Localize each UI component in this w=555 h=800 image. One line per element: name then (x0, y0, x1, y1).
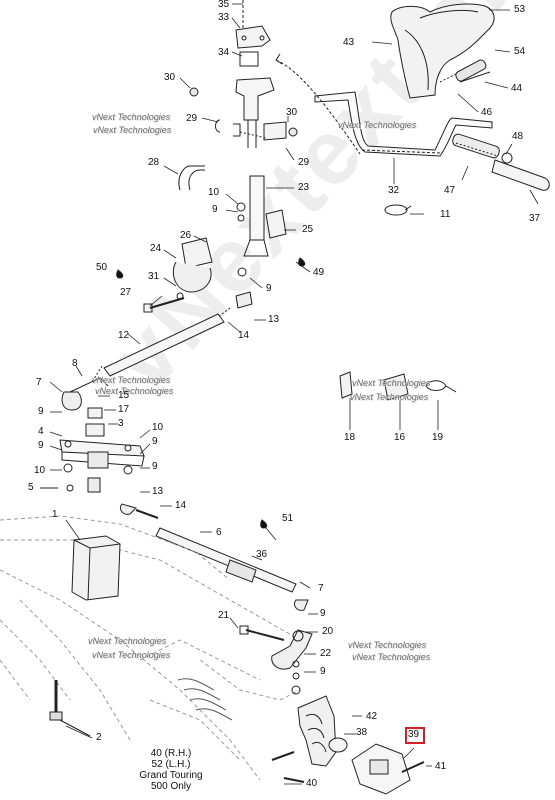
callout-label: 49 (313, 267, 325, 278)
handlebar-part (314, 91, 493, 157)
brand-watermark: vNext Technologies (95, 386, 174, 396)
callout-label: 27 (120, 287, 132, 298)
callout-label: 25 (302, 224, 314, 235)
callout-label: 48 (512, 131, 524, 142)
callout-label: 42 (366, 711, 378, 722)
steering-column-top (235, 0, 275, 148)
callout-label: 40 (306, 778, 318, 789)
callout-label: 9 (320, 666, 326, 677)
brand-watermark: vNext Technologies (352, 378, 431, 388)
note-line: 52 (L.H.) (151, 759, 191, 770)
brand-watermark: vNext Technologies (92, 650, 171, 660)
callout-label: 26 (180, 230, 192, 241)
brand-watermark: vNext Technologies (350, 392, 429, 402)
callout-label: 4 (38, 426, 44, 437)
callout-label: 9 (212, 204, 218, 215)
brand-watermark: vNext Technologies (352, 652, 431, 662)
callout-label: 8 (72, 358, 78, 369)
callout-label: 5 (28, 482, 34, 493)
callout-label: 43 (343, 37, 355, 48)
callout-label: 34 (218, 47, 230, 58)
callout-label: 37 (529, 213, 541, 224)
brand-watermark: vNext Technologies (348, 640, 427, 650)
callout-label: 10 (34, 465, 46, 476)
note-line: 500 Only (150, 781, 192, 792)
callout-label: 3 (118, 418, 124, 429)
callout-label: 1 (52, 509, 58, 520)
callout-label: 6 (216, 527, 222, 538)
handlebar-grip-part (452, 133, 550, 191)
callout-label: 7 (318, 583, 324, 594)
callout-label: 24 (150, 243, 162, 254)
callout-label: 7 (36, 377, 42, 388)
callout-label: 21 (218, 610, 230, 621)
callout-label: 22 (320, 648, 332, 659)
callout-label: 9 (266, 283, 272, 294)
brand-watermark: vNext Technologies (92, 375, 171, 385)
callout-label: 13 (152, 486, 164, 497)
callout-label: 15 (118, 390, 130, 401)
callout-label: 2 (96, 732, 102, 743)
callout-label: 47 (444, 185, 456, 196)
callout-label: 14 (238, 330, 250, 341)
callout-label: 9 (152, 436, 158, 447)
brand-watermark: vNext Technologies (93, 125, 172, 135)
note-line: Grand Touring (139, 770, 203, 781)
callout-label: 38 (356, 727, 368, 738)
callout-label: 39 (408, 729, 420, 740)
callout-label: 54 (514, 46, 526, 57)
callout-label: 19 (432, 432, 444, 443)
callout-label: 44 (511, 83, 523, 94)
callout-label: 30 (164, 72, 176, 83)
callout-label: 10 (208, 187, 220, 198)
callout-label: 33 (218, 12, 230, 23)
callout-label: 41 (435, 761, 447, 772)
brand-watermark: vNext Technologies (338, 120, 417, 130)
callout-label: 10 (152, 422, 164, 433)
highlighted-part-marker (405, 727, 425, 744)
callout-label: 16 (394, 432, 406, 443)
callout-label: 53 (514, 4, 526, 15)
callout-label: 11 (440, 209, 451, 220)
callout-label: 36 (256, 549, 268, 560)
callout-label: 9 (38, 406, 44, 417)
note-line: 40 (R.H.) (150, 748, 192, 759)
callout-label: 9 (152, 461, 158, 472)
callout-label: 17 (118, 404, 130, 415)
callout-label: 30 (286, 107, 298, 118)
callout-label: 50 (96, 262, 108, 273)
callout-label: 31 (148, 271, 160, 282)
handlebar-pad-part (390, 3, 495, 99)
callout-label: 35 (218, 0, 230, 10)
callout-label: 46 (481, 107, 493, 118)
brand-watermark: vNext Technologies (88, 636, 167, 646)
model-applicability-note: 40 (R.H.) 52 (L.H.) Grand Touring 500 On… (126, 748, 216, 792)
callout-label: 12 (118, 330, 130, 341)
callout-label: 18 (344, 432, 356, 443)
callout-label: 29 (298, 157, 310, 168)
callout-label: 9 (38, 440, 44, 451)
callout-label: 32 (388, 185, 400, 196)
callout-label: 14 (175, 500, 187, 511)
clamp-part (384, 204, 408, 216)
callout-label: 20 (322, 626, 334, 637)
callout-label: 23 (298, 182, 310, 193)
callout-label: 28 (148, 157, 160, 168)
brand-watermark: vNext Technologies (92, 112, 171, 122)
callout-label: 9 (320, 608, 326, 619)
callout-label: 51 (282, 513, 294, 524)
callout-label: 29 (186, 113, 198, 124)
callout-label: 13 (268, 314, 280, 325)
